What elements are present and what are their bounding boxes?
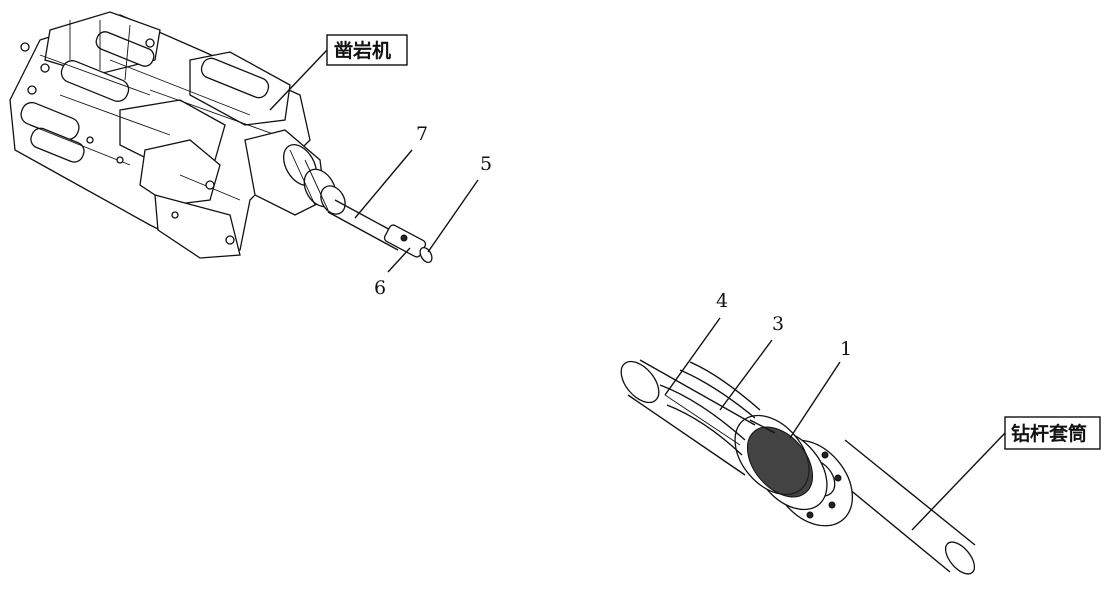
- callout-7: 7: [355, 123, 428, 218]
- rock-drill-label: 凿岩机: [334, 39, 391, 62]
- drill-rod-sleeve-assembly: [614, 355, 980, 579]
- callout-5-number: 5: [480, 153, 492, 175]
- drill-rod-sleeve-label-box: 钻杆套筒: [912, 417, 1100, 530]
- callout-6-number: 6: [374, 277, 386, 299]
- callout-1-number: 1: [840, 338, 852, 360]
- callout-3-number: 3: [772, 313, 784, 335]
- callout-7-number: 7: [416, 123, 428, 145]
- callout-4-number: 4: [716, 290, 728, 312]
- callout-6: 6: [374, 248, 410, 299]
- callout-3: 3: [720, 313, 784, 410]
- rock-drill-chuck: [245, 130, 350, 218]
- callout-1: 1: [790, 338, 852, 438]
- callout-5: 5: [428, 153, 492, 252]
- drill-rod-sleeve-label: 钻杆套筒: [1011, 422, 1087, 445]
